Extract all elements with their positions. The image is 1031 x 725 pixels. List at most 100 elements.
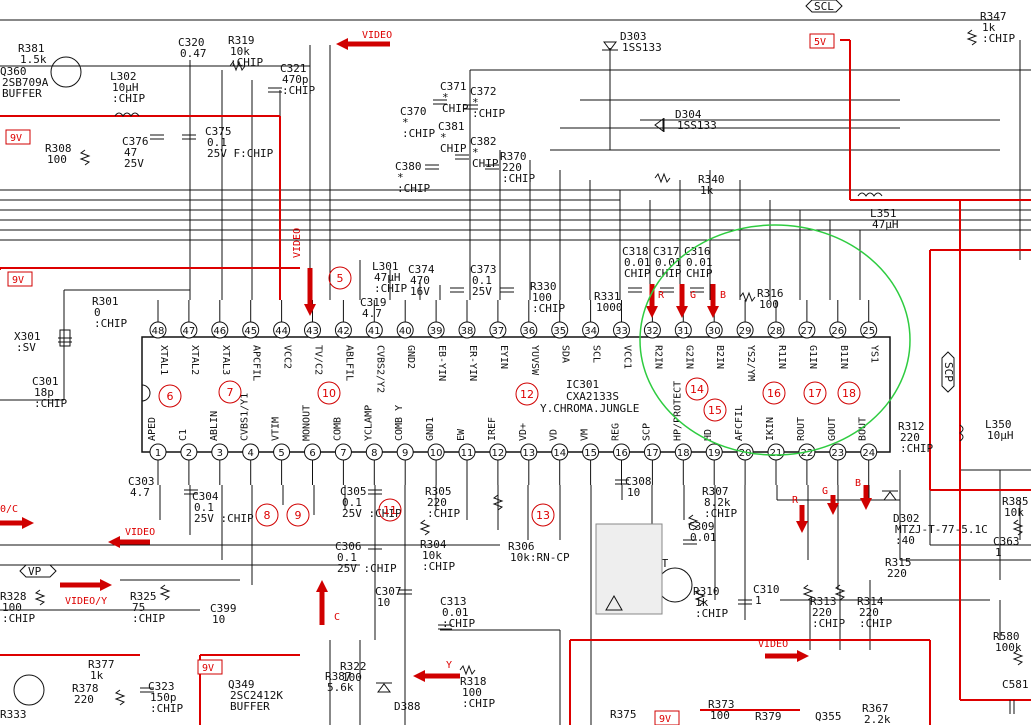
supply-label: 9V — [659, 714, 671, 725]
ic-bottom-pin-label: VD — [549, 429, 560, 441]
signal-arrow-head — [676, 306, 688, 318]
component-c581: C581 — [1002, 678, 1029, 691]
signal-arrow-head — [413, 670, 425, 682]
component-value: 100 — [2, 601, 22, 614]
ic-pin-circle — [304, 443, 321, 461]
ic-top-pin-number: 29 — [739, 326, 752, 337]
ic-bottom-pin-label: BOUT — [858, 417, 869, 441]
component-ref: R328 — [0, 590, 27, 603]
ic-pin-circle — [829, 443, 847, 461]
signal-label: VIDEO — [125, 527, 155, 538]
component-value: 0.01 — [686, 256, 713, 269]
component-ref: C374 — [408, 263, 435, 276]
ic-pin-circle — [458, 443, 476, 461]
component-ref: C376 — [122, 135, 149, 148]
component-extra: :CHIP — [422, 560, 455, 573]
component-extra: 25V :CHIP — [342, 507, 402, 520]
signal-arrow-head — [316, 580, 328, 592]
signal-label: B — [855, 478, 861, 489]
waveform-marker-number: 10 — [322, 387, 336, 400]
component-value: 2.2k — [864, 713, 891, 725]
component-symbol — [464, 104, 478, 110]
ic-top-pin-number: 44 — [275, 326, 288, 337]
waveform-marker-number: 6 — [167, 390, 174, 403]
component-value: 220 — [427, 496, 447, 509]
component-ref: R330 — [530, 280, 557, 293]
component-ref: C399 — [210, 602, 237, 615]
component-symbol — [694, 589, 706, 606]
ic-pin-circle — [674, 321, 692, 339]
component-c382: C382*CHIP — [470, 135, 499, 170]
ic-top-pin-label: TV/C2 — [313, 345, 324, 375]
component-symbol — [34, 589, 46, 606]
ic-pin-circle — [334, 443, 352, 461]
component-d388: D388 — [394, 700, 421, 713]
component-value: 220 — [74, 693, 94, 706]
component-ref: C581 — [1002, 678, 1029, 691]
ic-top-pin-label: GND2 — [405, 345, 416, 369]
ic-pin-circle — [860, 321, 878, 339]
component-value: 1.5k — [20, 53, 47, 66]
ic-pin-circle — [767, 321, 785, 339]
ic-top-pin-label: VCC1 — [622, 345, 633, 369]
warning-icon — [605, 594, 623, 611]
component-symbol — [79, 149, 91, 166]
signal-label: G — [690, 290, 696, 301]
component-symbol — [500, 287, 514, 293]
component-ref: R580 — [993, 630, 1020, 643]
ic-bottom-pin-label: VM — [580, 429, 591, 441]
component-ref: C318 — [622, 245, 649, 258]
ic-pin-circle — [273, 443, 291, 461]
ic-bottom-pin-label: ABLIN — [209, 411, 220, 441]
component-symbol — [1012, 519, 1024, 536]
component-value: 18p — [34, 386, 54, 399]
component-extra: :CHIP — [812, 617, 845, 630]
component-value: 220 — [859, 606, 879, 619]
ic-pin-circle — [149, 321, 167, 339]
component-ref: C380 — [395, 160, 422, 173]
waveform-marker-circle — [158, 384, 182, 408]
component-ref: C309 — [688, 520, 715, 533]
component-ref: D302 — [893, 512, 920, 525]
ic-bottom-pin-label: COMB Y — [394, 405, 405, 441]
component-c372: C372*:CHIP — [470, 85, 505, 120]
ic-pin-circle — [211, 443, 229, 461]
ic-pin-circle — [551, 321, 569, 339]
q300-shading — [595, 523, 663, 615]
ic-bottom-pin-number: 13 — [522, 448, 535, 459]
ic-top-pin-number: 27 — [801, 326, 814, 337]
component-symbol — [687, 514, 699, 531]
component-ref: C363 — [993, 535, 1020, 548]
component-value: 1k — [695, 596, 709, 609]
component-value: 1SS133 — [622, 41, 662, 54]
component-ref: R347 — [980, 10, 1007, 23]
component-value: 220 — [887, 567, 907, 580]
ic-bottom-pin-number: 24 — [862, 448, 875, 459]
component-value: * — [442, 91, 449, 104]
waveform-marker-number: 11 — [383, 504, 397, 517]
ic-bottom-pin-number: 2 — [186, 448, 192, 459]
ic-bottom-pin-number: 15 — [584, 448, 597, 459]
supply-label: 9V — [12, 275, 24, 286]
ic-bottom-pin-number: 16 — [615, 448, 628, 459]
ic-bottom-pin-number: 18 — [677, 448, 690, 459]
component-extra: 25V — [472, 285, 492, 298]
signal-arrow-head — [22, 517, 34, 529]
ic-pin-circle — [613, 321, 630, 339]
component-ref: R331 — [594, 290, 621, 303]
component-value: 0.01 — [624, 256, 651, 269]
